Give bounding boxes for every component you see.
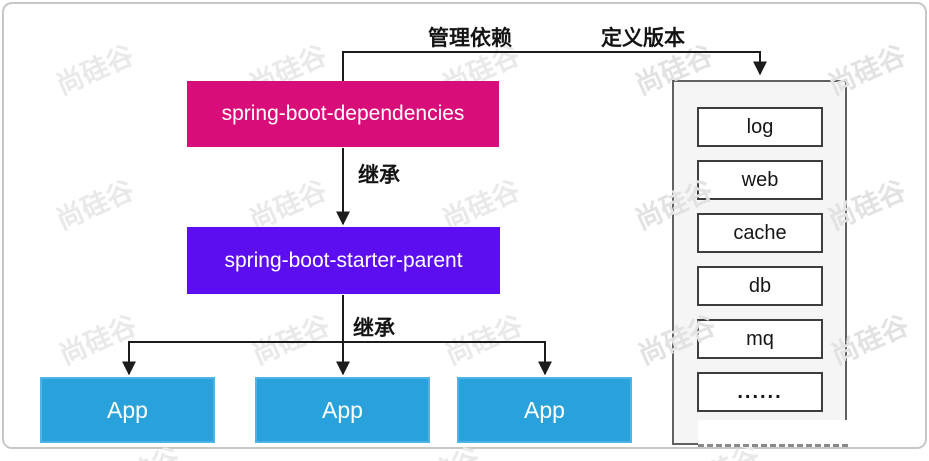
version-panel: log web cache db mq ...... (672, 80, 848, 447)
panel-item-mq: mq (697, 319, 823, 359)
erased-watermark-patch (698, 420, 848, 447)
panel-item-db: db (697, 266, 823, 306)
label-inherit-bottom: 继承 (353, 317, 395, 340)
node-spring-boot-dependencies: spring-boot-dependencies (187, 81, 499, 147)
node-app-3: App (457, 377, 632, 443)
label-define-version: 定义版本 (601, 27, 685, 50)
panel-item-log: log (697, 107, 823, 147)
edge-inherit-left (122, 341, 343, 376)
node-app-2: App (255, 377, 430, 443)
label-inherit-top: 继承 (358, 164, 400, 187)
edge-manage-define (342, 51, 767, 81)
panel-item-cache: cache (697, 213, 823, 253)
panel-item-web: web (697, 160, 823, 200)
edge-inherit-right (343, 341, 552, 376)
label-manage-dependencies: 管理依赖 (428, 27, 512, 50)
node-spring-boot-starter-parent: spring-boot-starter-parent (187, 227, 500, 294)
node-app-1: App (40, 377, 215, 443)
slide-frame (2, 2, 927, 449)
panel-item-more: ...... (697, 372, 823, 412)
